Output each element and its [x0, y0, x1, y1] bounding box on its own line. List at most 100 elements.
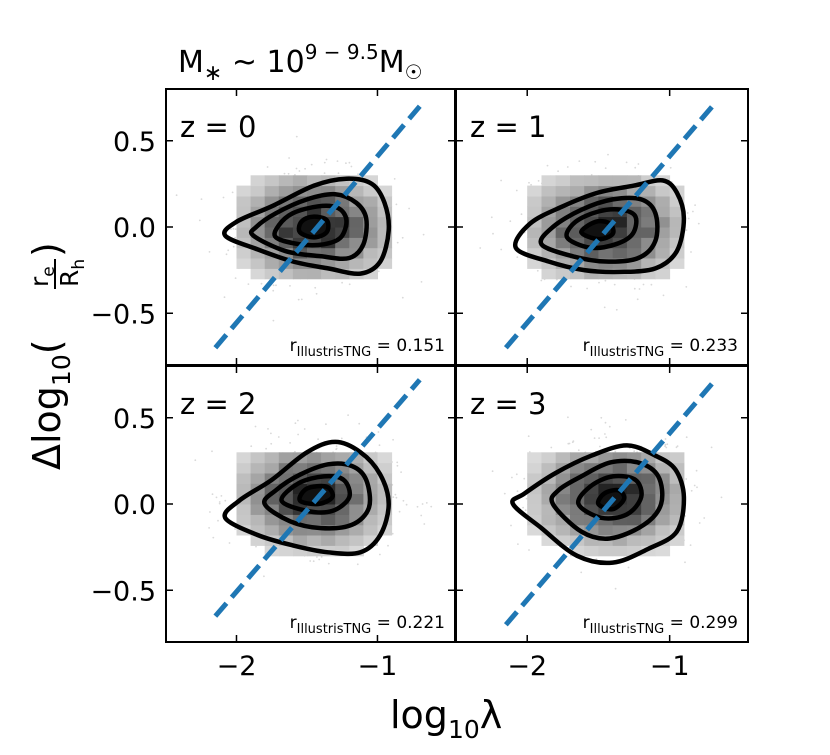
scatter-point [492, 232, 494, 235]
scatter-point [666, 443, 669, 446]
scatter-point [392, 496, 395, 498]
x-tick-label: −1 [358, 651, 398, 682]
histogram-cell [349, 258, 364, 269]
histogram-cell [349, 493, 364, 505]
scatter-point [402, 499, 405, 502]
scatter-point [627, 566, 630, 569]
histogram-cell [377, 206, 393, 218]
scatter-point [421, 503, 424, 505]
histogram-cell [264, 524, 280, 536]
histogram-cell [264, 206, 280, 218]
histogram-cell [250, 237, 266, 249]
histogram-cell [612, 216, 628, 228]
scatter-point [212, 536, 215, 539]
scatter-point [510, 524, 512, 527]
histogram-cell [641, 535, 656, 546]
histogram-cell [236, 196, 252, 207]
histogram-cell [626, 493, 642, 505]
scatter-point [310, 163, 313, 166]
histogram-cell [612, 545, 628, 557]
scatter-point [289, 442, 291, 444]
histogram-cell [626, 185, 642, 197]
histogram-cell [363, 535, 378, 546]
scatter-point [675, 446, 678, 449]
y-tick-label: −0.5 [90, 299, 156, 330]
histogram-cell [541, 535, 557, 546]
histogram-cell [641, 483, 656, 495]
scatter-point [590, 428, 593, 431]
histogram-cell [655, 227, 671, 238]
scatter-point [234, 236, 237, 239]
histogram-cell [278, 545, 294, 557]
histogram-cell [641, 493, 656, 505]
scatter-point [408, 207, 410, 210]
scatter-point [317, 438, 319, 441]
scatter-point [636, 298, 639, 301]
scatter-point [395, 203, 398, 206]
histogram-cell [570, 514, 585, 526]
scatter-point [289, 285, 291, 287]
scatter-point [537, 180, 540, 182]
histogram-cell [555, 524, 571, 536]
contour-level-1 [512, 177, 687, 275]
scatter-point [298, 170, 301, 172]
scatter-point [614, 587, 617, 590]
histogram-cell [641, 258, 656, 269]
histogram-cell [335, 483, 350, 495]
histogram-cell [669, 493, 685, 505]
histogram-cell [363, 452, 378, 464]
histogram-cell [527, 504, 542, 515]
histogram-cell [264, 185, 280, 197]
scatter-point [218, 502, 221, 505]
scatter-point [194, 459, 197, 462]
histogram-cell [335, 247, 350, 259]
scatter-point [687, 217, 690, 220]
scatter-point [603, 306, 606, 309]
density-contours [512, 177, 687, 275]
histogram-cell [278, 175, 294, 187]
scatter-point [604, 167, 607, 170]
histogram-cell [307, 247, 322, 259]
histogram-cell [278, 535, 294, 546]
scatter-point [220, 495, 223, 497]
scatter-point [500, 179, 502, 182]
scatter-point [391, 532, 394, 535]
scatter-point [527, 435, 530, 438]
scatter-point [325, 423, 327, 426]
correlation-label: rIllustrisTNG = 0.151 [290, 336, 445, 360]
histogram-cell [584, 493, 599, 505]
histogram-cell [335, 535, 350, 546]
histogram-cell [250, 227, 266, 238]
scatter-point [325, 158, 328, 161]
histogram-cell [655, 247, 671, 259]
histogram-cell [250, 514, 266, 526]
scatter-point [217, 519, 219, 522]
histogram-cell [250, 247, 266, 259]
scatter-point [685, 286, 688, 288]
histogram-cell [612, 524, 628, 536]
histogram-cell [292, 524, 308, 536]
scatter-point [490, 216, 493, 219]
histogram-cell [641, 524, 656, 536]
histogram-cell [626, 535, 642, 546]
histogram-cell [264, 216, 280, 228]
histogram-cell [555, 452, 571, 464]
scatter-point [377, 431, 380, 433]
scatter-point [272, 284, 275, 287]
histogram-cell [584, 545, 599, 557]
histogram-cell [570, 247, 585, 259]
scatter-point [277, 436, 280, 438]
histogram-cell [264, 175, 280, 187]
scatter-point [522, 506, 524, 509]
histogram-cell [584, 258, 599, 269]
scatter-point [200, 198, 203, 201]
scatter-point [211, 450, 213, 453]
histogram-cell [527, 185, 542, 197]
histogram-cell [236, 185, 252, 197]
x-tick-label: −2 [507, 651, 547, 682]
scatter-point [578, 160, 581, 163]
histogram-cell [363, 216, 378, 228]
histogram-cell [236, 452, 252, 464]
histogram-cell [584, 483, 599, 495]
